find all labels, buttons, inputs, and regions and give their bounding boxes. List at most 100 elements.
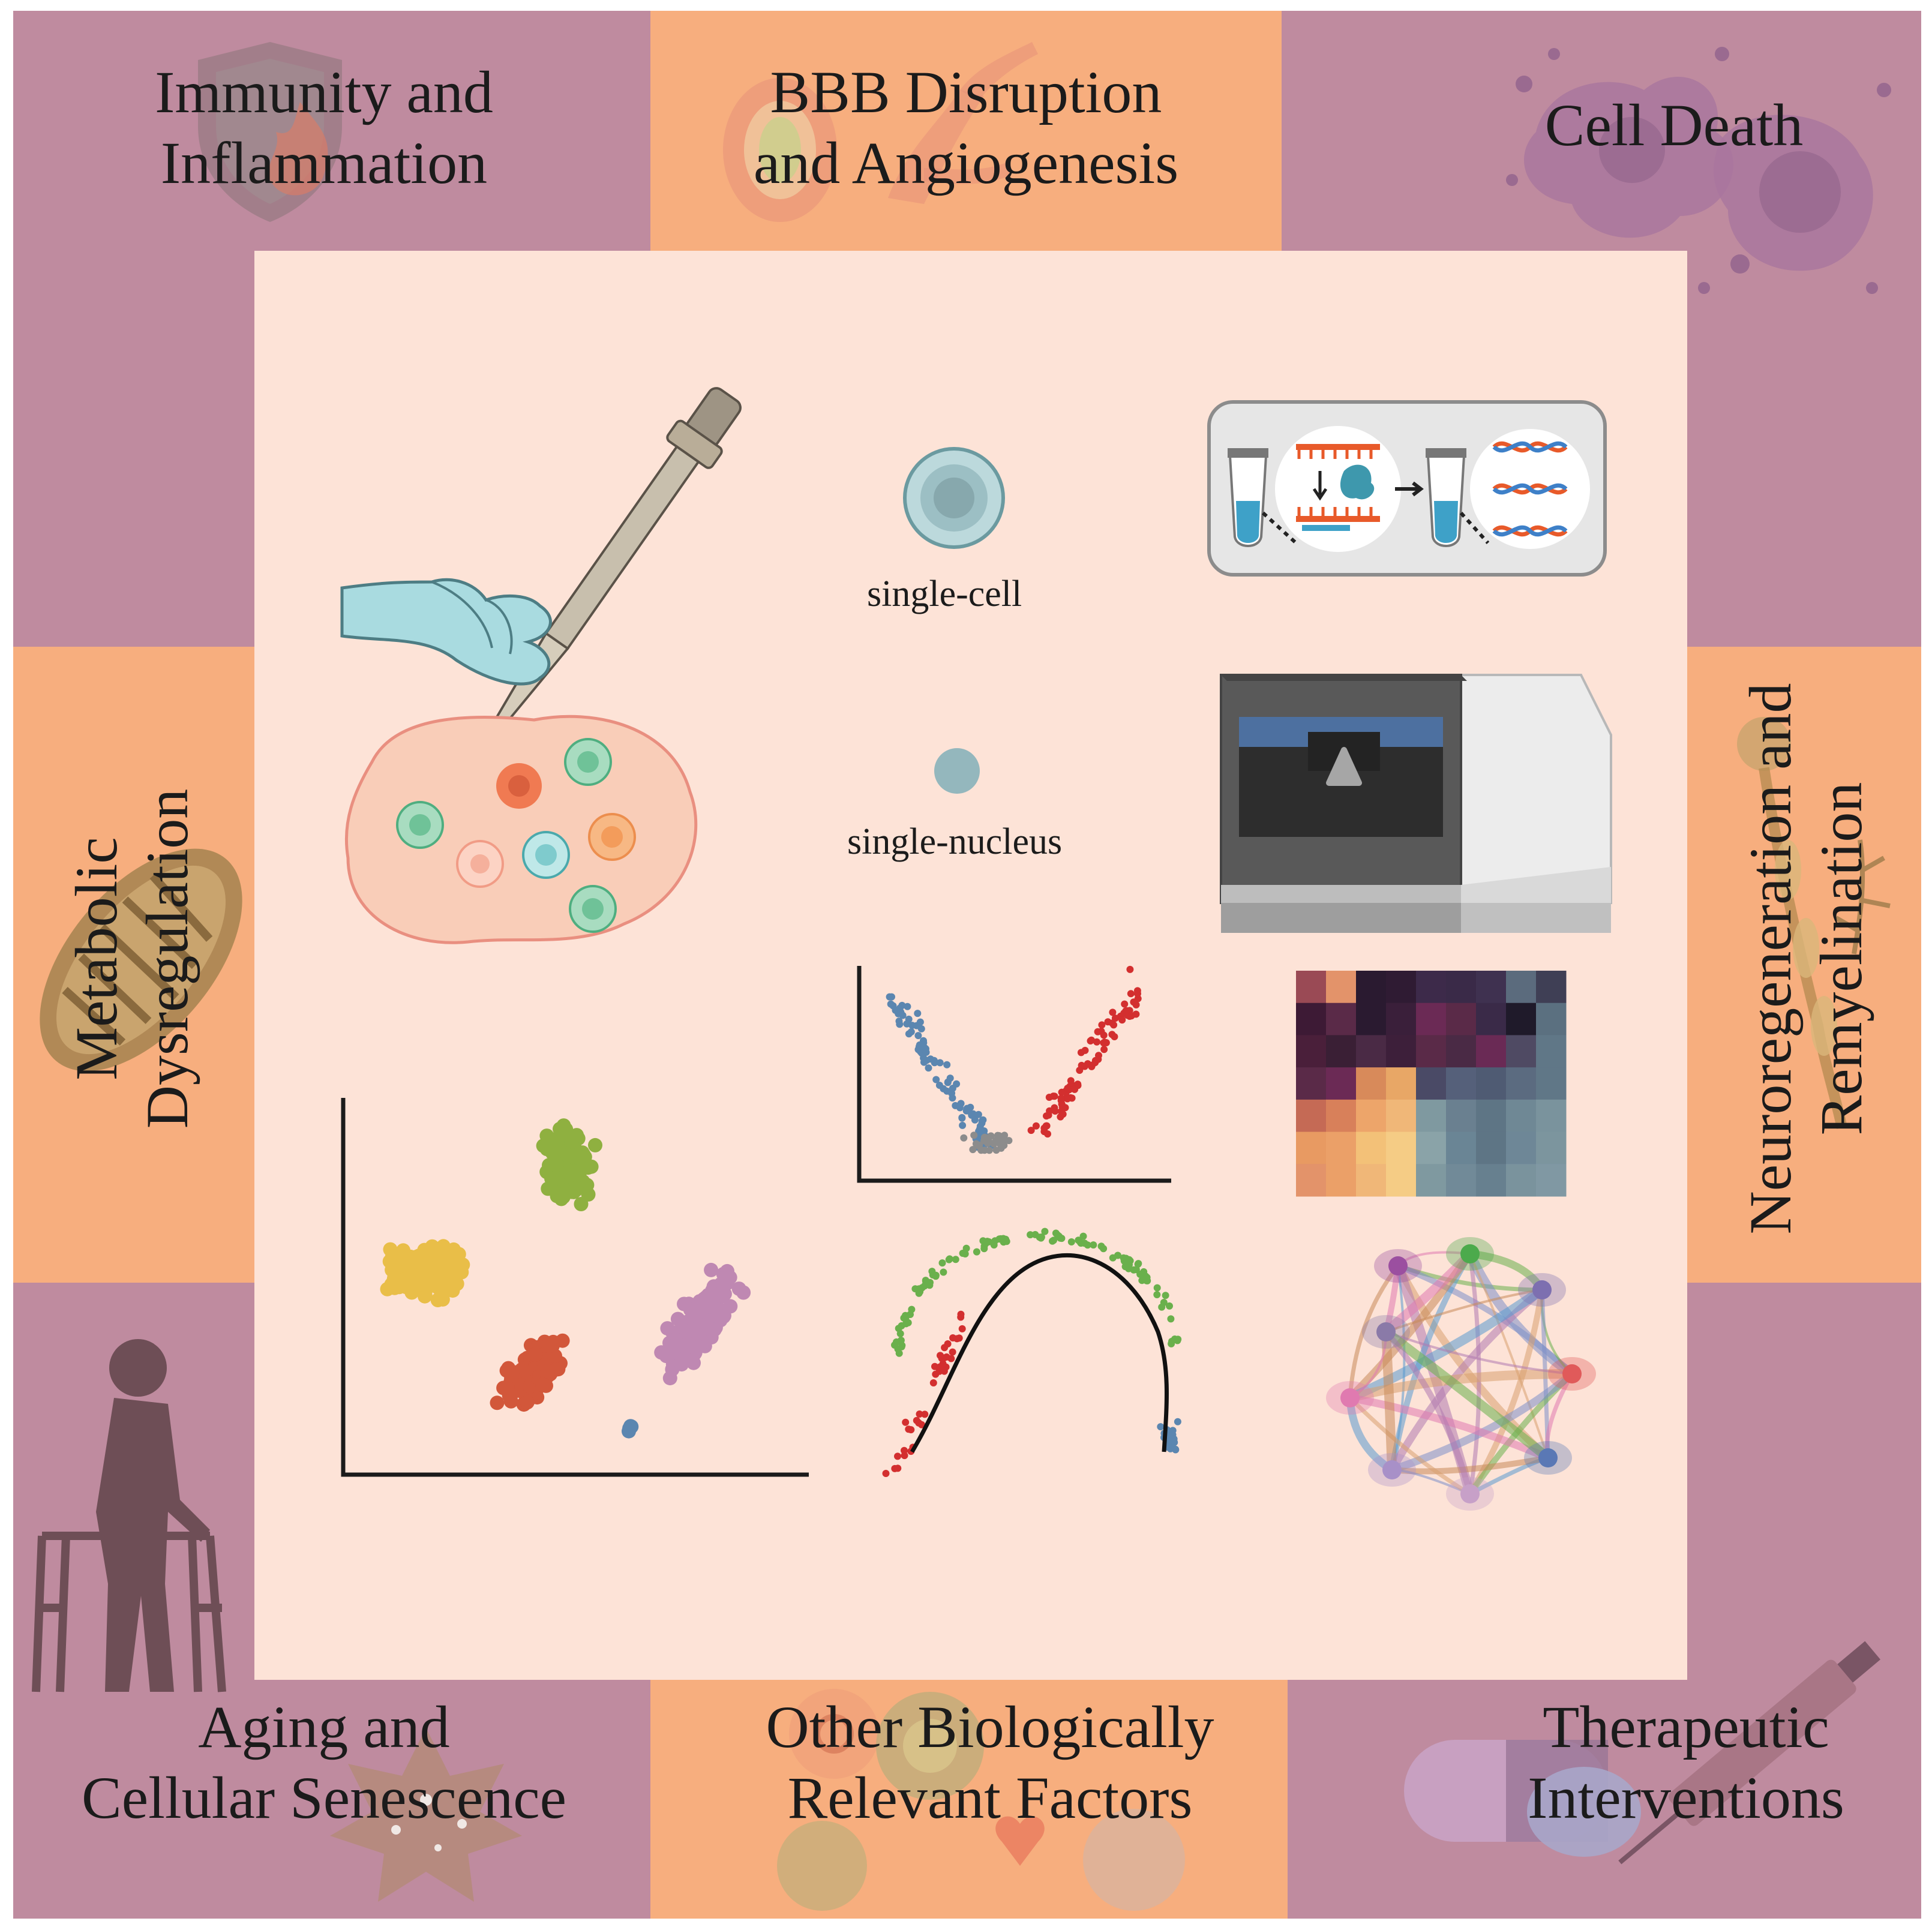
trajectory-point (895, 1349, 903, 1357)
volcano-point (903, 1020, 911, 1028)
trajectory-point (953, 1335, 961, 1343)
umap-point (683, 1302, 698, 1317)
heatmap-cell (1476, 1067, 1507, 1100)
volcano-point (1040, 1124, 1048, 1132)
volcano-point (960, 1134, 968, 1142)
heatmap-cell (1356, 1099, 1387, 1133)
umap-point (691, 1326, 706, 1341)
syringe-pill-icon (1404, 1641, 1881, 1865)
trajectory-point (944, 1340, 952, 1347)
volcano-point (905, 1030, 913, 1038)
heatmap-cell (1326, 1002, 1357, 1035)
volcano-point (1100, 1046, 1108, 1053)
volcano-point (976, 1122, 984, 1130)
trajectory-point (946, 1255, 953, 1263)
umap-point (542, 1338, 557, 1353)
volcano-point (896, 1020, 904, 1028)
umap-point (418, 1289, 432, 1304)
umap-point (673, 1338, 688, 1353)
sequencer-icon (1220, 674, 1612, 933)
heatmap-cell (1506, 1164, 1537, 1197)
heatmap-cell (1446, 1099, 1477, 1133)
umap-point (541, 1138, 556, 1153)
trajectory-point (943, 1353, 950, 1361)
volcano-point (1064, 1095, 1071, 1103)
volcano-point (1051, 1107, 1059, 1115)
network-node (1340, 1388, 1360, 1407)
volcano-point (1093, 1038, 1100, 1046)
umap-point (540, 1364, 555, 1379)
trajectory-point (894, 1452, 901, 1460)
umap-point (722, 1270, 737, 1285)
volcano-point (979, 1116, 987, 1124)
single-nucleus-icon (934, 748, 980, 794)
trajectory-point (1079, 1232, 1087, 1240)
umap-point (565, 1149, 580, 1164)
heatmap-cell (1416, 1099, 1447, 1133)
single-cell-icon (903, 447, 1005, 549)
heatmap-cell (1536, 1002, 1567, 1035)
heatmap-cell (1296, 1164, 1327, 1197)
mitochondrion-icon (40, 848, 242, 1071)
volcano-point (965, 1107, 973, 1115)
volcano-point (956, 1104, 964, 1112)
heatmap-cell (1386, 971, 1417, 1004)
volcano-point (1058, 1088, 1066, 1096)
tissue-cell (496, 763, 542, 809)
tissue-cell (456, 840, 504, 888)
heatmap-cell (1416, 1067, 1447, 1100)
label-cell-death: Cell Death (1544, 92, 1804, 158)
network-node (1460, 1244, 1480, 1263)
volcano-point (1095, 1052, 1102, 1059)
trajectory-point (959, 1250, 967, 1257)
trajectory-point (1153, 1291, 1161, 1298)
umap-clusters-icon (341, 1098, 809, 1477)
umap-point (549, 1157, 564, 1172)
panel-left-upper (13, 251, 254, 647)
label-neuroregeneration-remyelination: Neuroregeneration and Remyelination (1737, 683, 1874, 1235)
volcano-point (1057, 1094, 1065, 1102)
volcano-point (914, 1010, 922, 1017)
volcano-point (925, 1064, 932, 1072)
label-metabolic-dysregulation: Metabolic Dysregulation (63, 788, 200, 1129)
trajectory-point (1162, 1292, 1169, 1299)
trajectory-point (1166, 1437, 1174, 1445)
label-therapeutic-interventions: Therapeutic Interventions (1528, 1694, 1844, 1831)
label-immunity-inflammation: Immunity and Inflammation (155, 59, 493, 196)
heatmap-cell (1446, 971, 1477, 1004)
volcano-point (1067, 1077, 1075, 1085)
trajectory-point (940, 1268, 947, 1276)
trajectory-point (982, 1239, 990, 1247)
dying-cell-icon (1506, 47, 1891, 294)
trajectory-point (1153, 1284, 1161, 1292)
heatmap-cell (1386, 1131, 1417, 1164)
network-edge (1381, 1331, 1397, 1470)
single-nucleus-label: single-nucleus (847, 821, 1063, 862)
trajectory-point (1058, 1235, 1066, 1242)
volcano-point (1098, 1021, 1106, 1029)
volcano-point (974, 1110, 982, 1118)
volcano-point (888, 993, 895, 1001)
umap-point (588, 1137, 602, 1152)
network-node (1562, 1364, 1582, 1383)
heatmap-cell (1356, 1002, 1387, 1035)
tissue-cell (564, 738, 612, 786)
trajectory-point (896, 1330, 904, 1337)
volcano-point (1027, 1127, 1035, 1134)
heatmap-cell (1326, 1067, 1357, 1100)
volcano-point (980, 1137, 988, 1145)
umap-point (500, 1380, 515, 1395)
volcano-point (946, 1074, 954, 1082)
network-edge (1385, 1289, 1543, 1333)
volcano-point (904, 1002, 911, 1010)
volcano-point (995, 1132, 1003, 1139)
network-node (1460, 1484, 1480, 1503)
heatmap-cell (1476, 1035, 1507, 1068)
network-node (1376, 1322, 1396, 1341)
heatmap-cell (1506, 1035, 1537, 1068)
trajectory-point (1041, 1227, 1049, 1235)
trajectory-point (929, 1271, 937, 1279)
heatmap-cell (1326, 1131, 1357, 1164)
heatmap-cell (1446, 1164, 1477, 1197)
volcano-point (1058, 1100, 1066, 1108)
